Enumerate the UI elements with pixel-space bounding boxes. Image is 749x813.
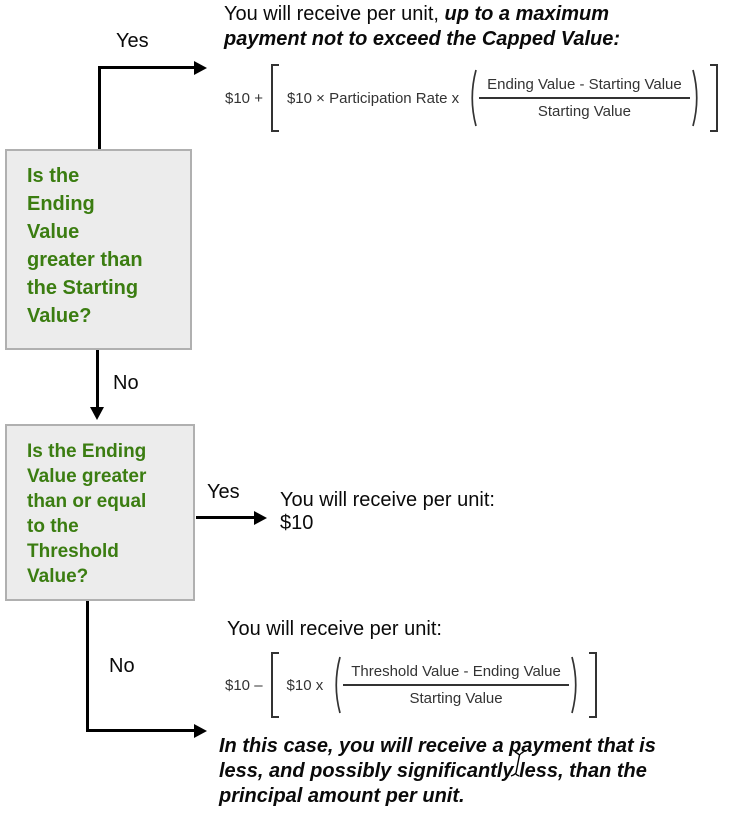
- par-outcome-text: You will receive per unit: $10: [280, 489, 495, 534]
- capped-outcome-text: You will receive per unit, up to a maxim…: [224, 2, 694, 52]
- fraction-numerator: Threshold Value - Ending Value: [343, 663, 569, 686]
- fraction-denominator: Starting Value: [409, 690, 503, 707]
- right-paren-icon: [691, 69, 698, 127]
- decision-box-ending-vs-threshold: Is the Ending Value greater than or equa…: [5, 424, 195, 601]
- capped-outcome-intro: You will receive per unit,: [224, 3, 445, 25]
- no1-arrowhead-down-icon: [90, 407, 104, 420]
- no2-arrow-horizontal-line: [86, 729, 195, 732]
- formula-prefix: $10 +: [225, 89, 263, 107]
- yes-label-1: Yes: [116, 30, 149, 52]
- text-ibeam-cursor-icon: [510, 751, 524, 777]
- left-paren-icon: [471, 69, 477, 127]
- capped-outcome-emphasis: up to a maximum payment not to exceed th…: [224, 3, 621, 50]
- left-square-bracket: [270, 64, 279, 132]
- yes2-arrowhead-right-icon: [254, 511, 267, 525]
- decision-box-ending-vs-starting: Is the Ending Value greater than the Sta…: [5, 149, 192, 350]
- right-paren-icon: [571, 656, 577, 714]
- no1-arrow-vertical-line: [96, 350, 99, 408]
- loss-warning-text: In this case, you will receive a payment…: [219, 735, 656, 807]
- yes2-arrow-line: [196, 516, 255, 519]
- yes-label-2: Yes: [207, 481, 240, 503]
- yes1-arrow-horizontal-line: [98, 66, 195, 69]
- formula-prefix: $10 –: [225, 676, 263, 694]
- yes1-arrow-vertical-line: [98, 66, 101, 151]
- fraction: Ending Value - Starting Value Starting V…: [479, 76, 690, 120]
- formula-inner-term: $10 × Participation Rate x: [286, 89, 460, 107]
- no2-arrow-vertical-line: [86, 601, 89, 732]
- left-paren-icon: [335, 656, 342, 714]
- no2-arrowhead-right-icon: [194, 724, 207, 738]
- no-label-1: No: [113, 372, 139, 394]
- right-square-bracket: [709, 64, 718, 132]
- fraction-denominator: Starting Value: [537, 103, 631, 120]
- capped-payment-formula: $10 + $10 × Participation Rate x Ending …: [225, 64, 718, 132]
- fraction: Threshold Value - Ending Value Starting …: [343, 663, 569, 707]
- no-label-2: No: [109, 655, 135, 677]
- left-square-bracket: [270, 652, 279, 718]
- fraction-numerator: Ending Value - Starting Value: [479, 76, 690, 99]
- yes1-arrowhead-right-icon: [194, 61, 207, 75]
- formula-inner-term: $10 x: [286, 676, 324, 694]
- right-square-bracket: [588, 652, 597, 718]
- loss-outcome-heading: You will receive per unit:: [227, 618, 442, 640]
- loss-payment-formula: $10 – $10 x Threshold Value - Ending Val…: [225, 652, 597, 718]
